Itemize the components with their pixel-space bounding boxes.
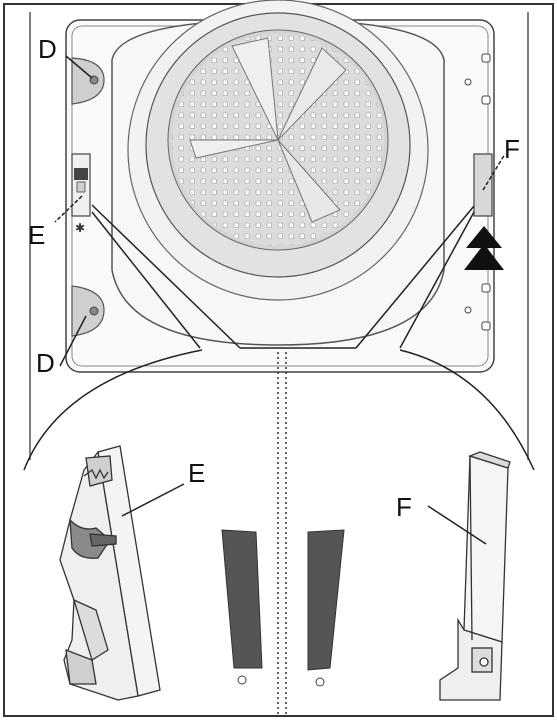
detail-striker-f: [439, 451, 511, 701]
up-arrow-icon: [464, 226, 504, 270]
filter-panel-left: [221, 529, 263, 685]
label-f-detail: F: [396, 492, 412, 522]
drum-opening: [111, 0, 445, 346]
leader-e-detail: [121, 483, 185, 517]
zoom-callout: [23, 204, 535, 471]
panel-holes-right: [464, 53, 491, 331]
label-d-top: D: [38, 34, 57, 64]
label-d-bottom: D: [36, 348, 55, 378]
latch-e-slot: ✱: [54, 153, 91, 235]
label-f-right: F: [504, 134, 520, 164]
striker-f-slot: [473, 153, 506, 217]
label-e-detail: E: [188, 458, 205, 488]
hinge-d-top: [65, 55, 105, 105]
filter-panel-right: [307, 529, 345, 687]
center-dotted-line: [277, 352, 287, 716]
label-e-left: E: [28, 220, 45, 250]
hinge-d-bottom: [59, 285, 105, 367]
leader-f-detail: [427, 505, 487, 545]
svg-text:✱: ✱: [75, 221, 85, 235]
detail-latch-e: [59, 445, 161, 701]
